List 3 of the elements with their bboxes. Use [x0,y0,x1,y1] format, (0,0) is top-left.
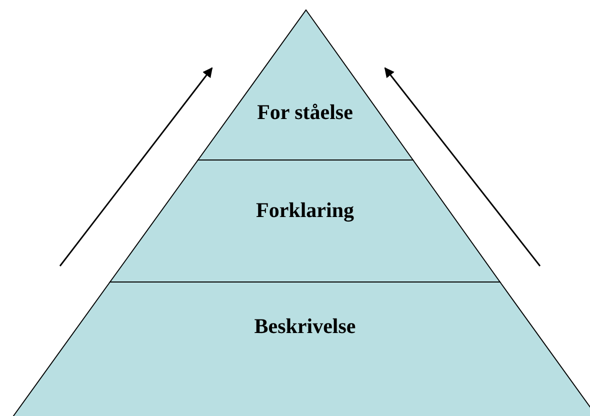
tier-label: Forklaring [255,198,355,222]
tier-label: Beskrivelse [253,314,357,338]
tier-label: For ståelse [256,100,354,124]
